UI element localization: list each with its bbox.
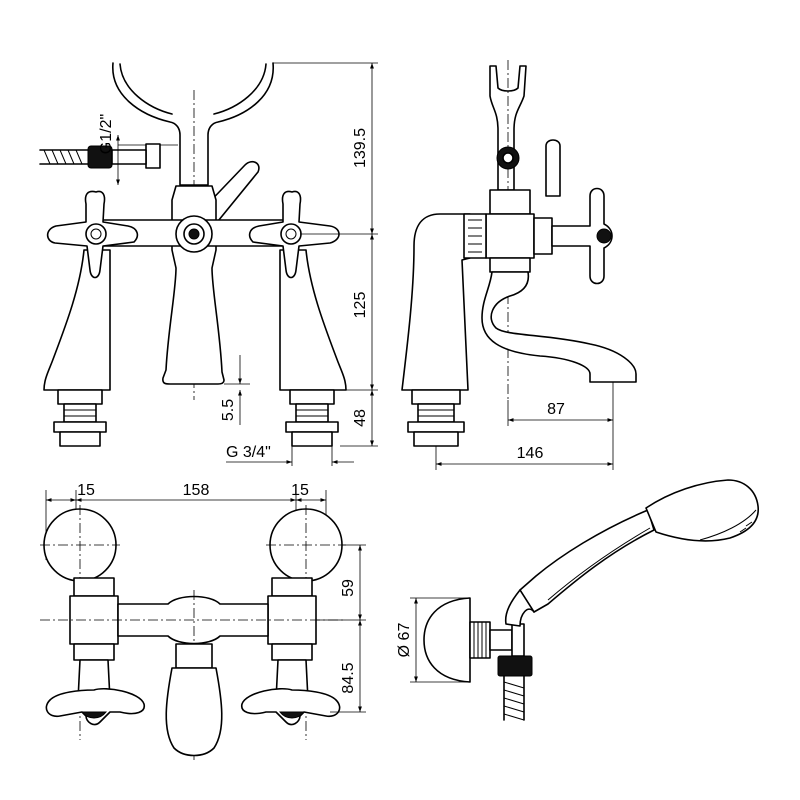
side-spout (481, 271, 637, 383)
hand-shower-handle (519, 509, 655, 613)
dim-top-centers: 158 (183, 482, 210, 499)
left-handle-hub (85, 223, 107, 245)
hand-shower-hose-nut (497, 655, 533, 677)
side-right-nut (533, 217, 553, 255)
right-valve-nut (271, 577, 313, 597)
left-tail-pipe (53, 389, 107, 447)
side-upper-nut (489, 189, 531, 215)
side-leg (401, 213, 471, 391)
diverter-hub-screw (188, 228, 200, 240)
front-view: G1/2" 139.5 125 48 5.5 G 3/4" (39, 62, 378, 466)
top-right-cross-handle (241, 688, 341, 726)
top-left-cross-handle (45, 688, 145, 726)
hand-shower-view: Ø 67 (396, 479, 759, 721)
dim-side-overall-depth: 146 (517, 445, 544, 462)
dim-front-thread: G1/2" (98, 114, 115, 154)
dim-top-right-offset: 15 (291, 482, 309, 499)
dim-front-leg-height: 48 (352, 409, 369, 427)
dim-top-left-offset: 15 (77, 482, 95, 499)
side-lever (545, 139, 561, 197)
top-spout-nut (175, 643, 213, 669)
side-cross-handle (551, 187, 613, 285)
wall-bracket (423, 597, 471, 683)
dim-top-upper-depth: 59 (340, 579, 357, 597)
right-tail-pipe (285, 389, 339, 447)
side-tail-pipe (407, 389, 465, 447)
dim-front-top-height: 139.5 (352, 128, 369, 168)
dim-front-gap: 5.5 (220, 399, 237, 421)
bracket-neck (469, 621, 491, 659)
right-handle-hub (280, 223, 302, 245)
left-leg (43, 249, 111, 391)
dim-front-body-height: 125 (352, 292, 369, 319)
dim-front-thread-base: G 3/4" (226, 444, 271, 461)
dim-top-lower-depth: 84.5 (340, 662, 357, 693)
dim-wall-bracket-diameter: Ø 67 (396, 623, 413, 658)
top-view: 15 158 15 (40, 482, 366, 760)
hose-connector (39, 143, 178, 169)
left-valve-nut (73, 577, 115, 597)
side-body-block (485, 213, 535, 259)
right-leg (279, 249, 347, 391)
side-view: 87 146 (401, 60, 637, 470)
hand-shower-head (645, 479, 759, 542)
dim-side-spout-reach: 87 (547, 401, 565, 418)
top-spout (165, 667, 223, 757)
